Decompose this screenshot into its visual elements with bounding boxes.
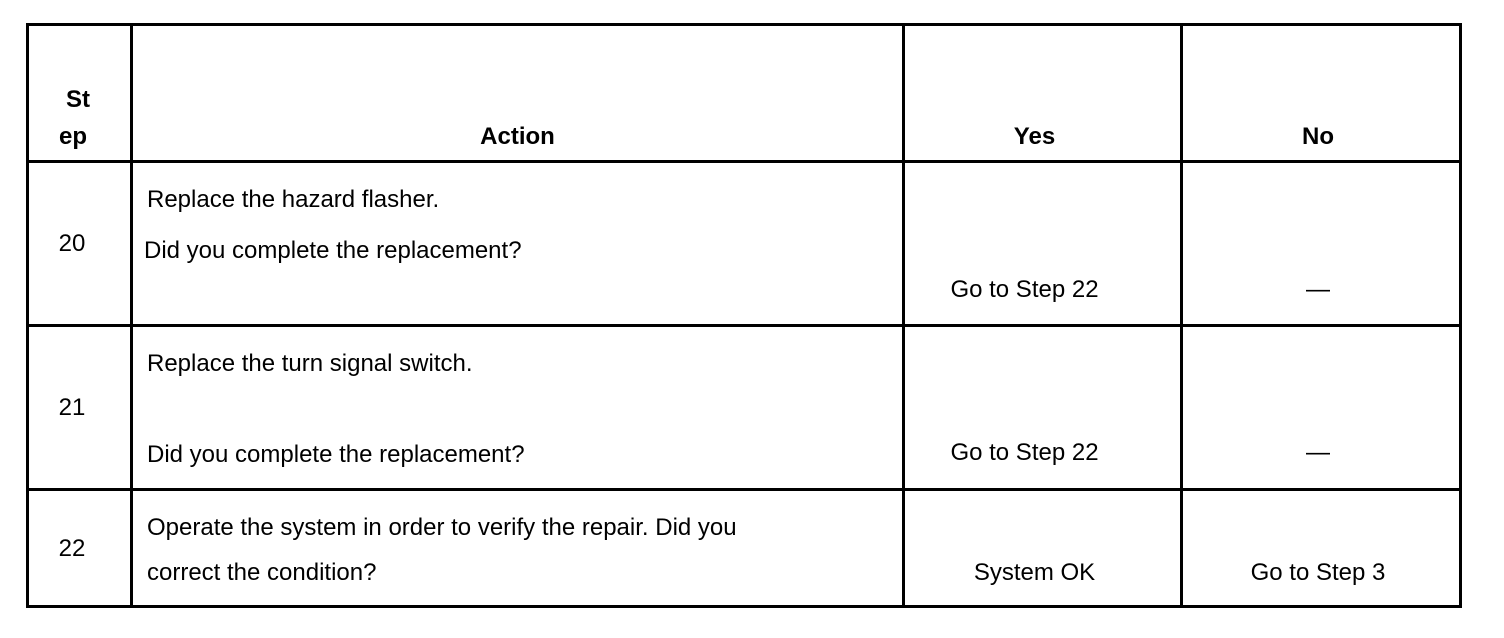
action-text: Did you complete the replacement?	[144, 237, 522, 264]
step-number: 22	[58, 535, 86, 562]
yes-result: Go to Step 22	[950, 276, 1099, 303]
action-text: correct the condition?	[147, 559, 377, 586]
header-step-line1: St	[66, 86, 90, 113]
action-text: Operate the system in order to verify th…	[147, 514, 737, 541]
diagnostic-table: St ep Action Yes No 20 Replace the hazar…	[26, 23, 1462, 608]
yes-result: Go to Step 22	[950, 439, 1099, 466]
action-text: Replace the hazard flasher.	[147, 186, 440, 213]
column-divider	[902, 26, 905, 605]
row-divider	[29, 488, 1459, 491]
header-no: No	[1302, 123, 1334, 150]
step-number: 21	[58, 394, 86, 421]
yes-result: System OK	[973, 559, 1096, 586]
no-result: —	[1306, 276, 1330, 303]
no-result: —	[1306, 439, 1330, 466]
header-action: Action	[480, 123, 555, 150]
row-divider	[29, 160, 1459, 163]
action-text: Did you complete the replacement?	[147, 441, 525, 468]
header-yes: Yes	[1013, 123, 1056, 150]
action-text: Replace the turn signal switch.	[147, 350, 473, 377]
header-step-line2: ep	[58, 123, 87, 150]
step-number: 20	[58, 230, 86, 257]
no-result: Go to Step 3	[1250, 559, 1386, 586]
column-divider	[1180, 26, 1183, 605]
row-divider	[29, 324, 1459, 327]
column-divider	[130, 26, 133, 605]
